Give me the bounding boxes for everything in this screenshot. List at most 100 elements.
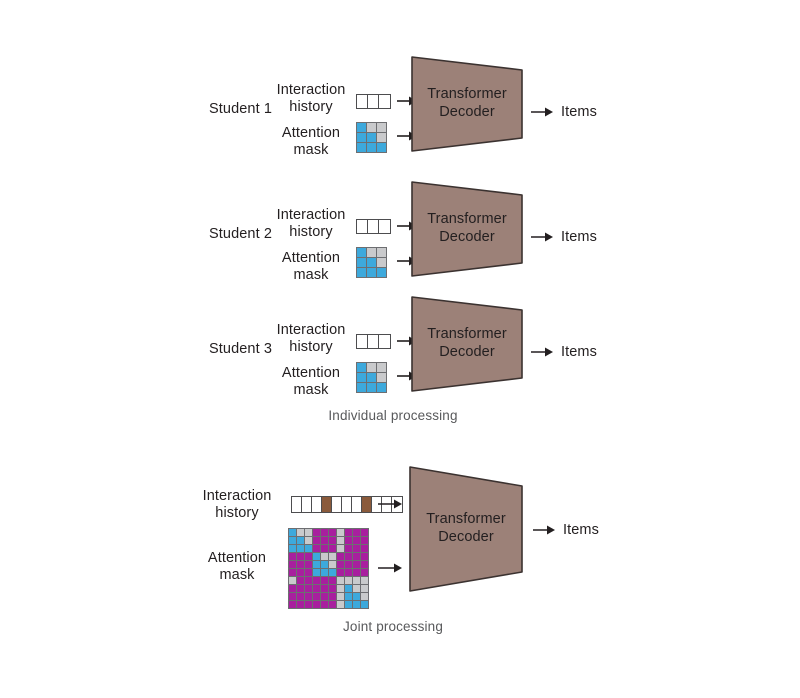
interaction-history-strip-3: [356, 334, 391, 349]
mask-cell: [297, 537, 304, 544]
attention-mask-label-2-line2: mask: [293, 267, 329, 283]
mask-cell: [329, 553, 336, 560]
mask-cell: [361, 553, 368, 560]
mask-cell: [361, 585, 368, 592]
mask-cell: [329, 593, 336, 600]
mask-cell: [357, 373, 366, 382]
joint-interaction-history-strip: [291, 496, 403, 513]
attention-mask-grid-2: [356, 247, 387, 278]
mask-cell: [345, 569, 352, 576]
mask-cell: [361, 577, 368, 584]
mask-cell: [297, 593, 304, 600]
mask-cell: [361, 529, 368, 536]
mask-cell: [329, 537, 336, 544]
mask-cell: [337, 545, 344, 552]
mask-cell: [357, 268, 366, 277]
individual-processing-caption: Individual processing: [328, 408, 458, 423]
mask-cell: [367, 133, 376, 142]
interaction-history-label-2-line1: Interaction: [276, 207, 346, 223]
mask-cell: [305, 529, 312, 536]
mask-cell: [329, 561, 336, 568]
mask-cell: [367, 363, 376, 372]
mask-cell: [305, 577, 312, 584]
mask-cell: [337, 529, 344, 536]
joint-mask-arrow: [378, 562, 402, 574]
interaction-history-label-1-line1: Interaction: [276, 82, 346, 98]
interaction-history-label-3-line1: Interaction: [276, 322, 346, 338]
mask-cell: [353, 569, 360, 576]
mask-cell: [305, 593, 312, 600]
history-cell: [379, 220, 390, 233]
joint-items-label: Items: [563, 522, 599, 538]
mask-cell: [345, 593, 352, 600]
mask-cell: [377, 248, 386, 257]
mask-cell: [345, 585, 352, 592]
mask-cell: [377, 143, 386, 152]
mask-cell: [313, 561, 320, 568]
mask-cell: [353, 585, 360, 592]
mask-cell: [345, 545, 352, 552]
mask-cell: [289, 529, 296, 536]
mask-cell: [357, 258, 366, 267]
mask-cell: [297, 529, 304, 536]
attention-mask-grid-1: [356, 122, 387, 153]
mask-cell: [377, 373, 386, 382]
history-cell: [368, 95, 379, 108]
student-label-3: Student 3: [209, 341, 272, 357]
mask-cell: [353, 553, 360, 560]
interaction-history-label-2-line2: history: [289, 224, 333, 240]
mask-cell: [321, 537, 328, 544]
mask-cell: [367, 383, 376, 392]
mask-cell: [357, 143, 366, 152]
mask-cell: [357, 123, 366, 132]
mask-cell: [289, 537, 296, 544]
mask-cell: [305, 601, 312, 608]
mask-cell: [367, 258, 376, 267]
mask-cell: [321, 553, 328, 560]
history-cell: [357, 95, 368, 108]
attention-mask-label-3-line1: Attention: [281, 365, 341, 381]
mask-cell: [345, 529, 352, 536]
attention-mask-label-3-line2: mask: [293, 382, 329, 398]
mask-cell: [321, 529, 328, 536]
interaction-history-label-3-line2: history: [289, 339, 333, 355]
mask-cell: [313, 537, 320, 544]
mask-cell: [345, 537, 352, 544]
mask-cell: [337, 537, 344, 544]
mask-cell: [313, 577, 320, 584]
attention-mask-label-2-line1: Attention: [281, 250, 341, 266]
interaction-history-strip-2: [356, 219, 391, 234]
mask-cell: [305, 585, 312, 592]
history-cell: [357, 335, 368, 348]
mask-cell: [305, 553, 312, 560]
mask-cell: [297, 545, 304, 552]
history-cell: [302, 497, 312, 512]
mask-cell: [353, 529, 360, 536]
mask-cell: [361, 601, 368, 608]
mask-cell: [377, 133, 386, 142]
mask-cell: [297, 553, 304, 560]
mask-cell: [367, 268, 376, 277]
mask-cell: [329, 585, 336, 592]
history-cell: [379, 335, 390, 348]
mask-cell: [337, 553, 344, 560]
mask-cell: [313, 593, 320, 600]
interaction-history-strip-1: [356, 94, 391, 109]
history-cell: [368, 220, 379, 233]
mask-cell: [321, 577, 328, 584]
history-cell: [292, 497, 302, 512]
mask-cell: [321, 601, 328, 608]
student-label-2: Student 2: [209, 226, 272, 242]
mask-cell: [313, 585, 320, 592]
mask-cell: [353, 537, 360, 544]
mask-cell: [353, 545, 360, 552]
mask-cell: [367, 143, 376, 152]
